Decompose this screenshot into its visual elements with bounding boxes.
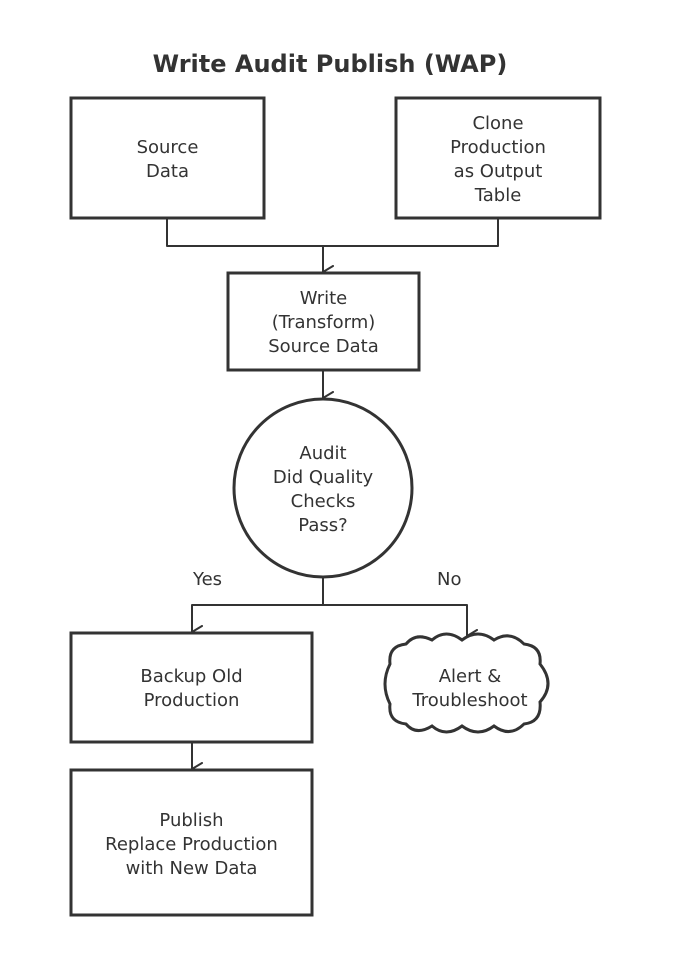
node-clone-production — [394, 96, 602, 220]
audit-label: Audit Did Quality Checks Pass? — [272, 443, 374, 536]
node-publish — [69, 768, 314, 917]
write-label: Write (Transform) Source Data — [268, 288, 379, 357]
edge-yes-branch — [191, 604, 324, 639]
node-source-data — [69, 96, 266, 220]
diagram-title: Write Audit Publish (WAP) — [152, 50, 508, 78]
yes-edge-label: Yes — [193, 569, 223, 590]
no-edge-label: No — [437, 569, 462, 590]
node-write — [226, 271, 421, 372]
node-backup — [69, 631, 314, 744]
edge-clone-to-join — [322, 217, 499, 247]
edge-source-to-join — [166, 217, 324, 247]
node-alert-cloud — [383, 632, 550, 734]
node-audit — [232, 397, 414, 579]
clone-production-label: Clone Production as Output Table — [450, 113, 546, 206]
nodes — [69, 96, 602, 917]
edge-no-branch — [322, 604, 478, 643]
alert-label: Alert & Troubleshoot — [412, 666, 528, 711]
backup-label: Backup Old Production — [140, 666, 243, 711]
publish-label: Publish Replace Production with New Data — [105, 810, 278, 879]
edges — [166, 217, 499, 776]
source-data-label: Source Data — [136, 137, 199, 182]
